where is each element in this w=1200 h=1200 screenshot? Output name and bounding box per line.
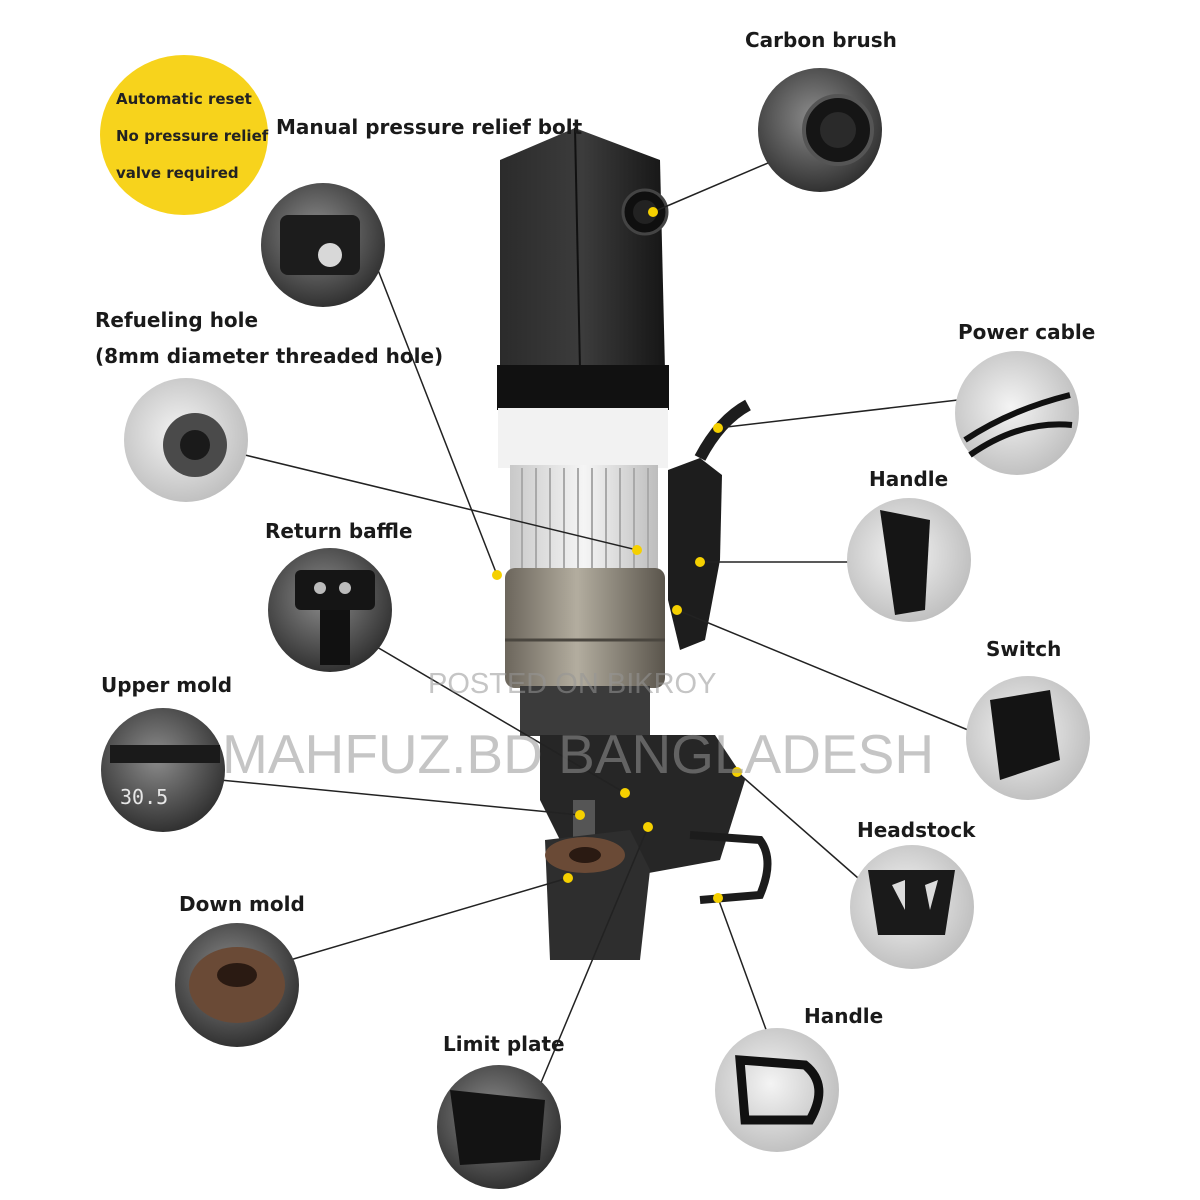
machine-body bbox=[497, 127, 772, 960]
watermark-line-1: POSTED ON BIKROY bbox=[428, 668, 717, 700]
zoom-handle-lower bbox=[715, 1028, 839, 1152]
badge-line-3: valve required bbox=[116, 164, 239, 182]
zoom-limit-plate bbox=[437, 1065, 561, 1189]
label-headstock: Headstock bbox=[857, 818, 976, 842]
zoom-upper-mold: 30.5 bbox=[101, 708, 225, 832]
badge-line-2: No pressure relief bbox=[116, 127, 269, 145]
badge-line-1: Automatic reset bbox=[116, 90, 252, 108]
zoom-return-baffle bbox=[268, 548, 392, 672]
leader-lines bbox=[219, 159, 969, 1086]
label-refueling-hole-detail: (8mm diameter threaded hole) bbox=[95, 344, 444, 368]
label-handle-lower: Handle bbox=[804, 1004, 884, 1028]
label-refueling-hole: Refueling hole bbox=[95, 308, 259, 332]
label-power-cable: Power cable bbox=[958, 320, 1096, 344]
zoom-switch bbox=[966, 676, 1090, 800]
zoom-headstock bbox=[850, 845, 974, 969]
label-carbon-brush: Carbon brush bbox=[745, 28, 897, 52]
watermark-line-2: MAHFUZ.BD BANGLADESH bbox=[222, 723, 935, 785]
mold-marking: 30.5 bbox=[120, 785, 168, 809]
label-switch: Switch bbox=[986, 637, 1062, 661]
zoom-down-mold bbox=[175, 923, 299, 1047]
zoom-refueling-hole bbox=[124, 378, 248, 502]
zoom-power-cable bbox=[955, 351, 1079, 475]
callout-dots bbox=[492, 207, 742, 903]
label-down-mold: Down mold bbox=[179, 892, 305, 916]
label-limit-plate: Limit plate bbox=[443, 1032, 565, 1056]
label-handle-upper: Handle bbox=[869, 467, 949, 491]
zoom-manual-relief bbox=[261, 183, 385, 307]
feature-badge bbox=[100, 55, 268, 215]
zoom-carbon-brush bbox=[758, 68, 882, 192]
label-manual-relief: Manual pressure relief bolt bbox=[276, 115, 583, 139]
zoom-handle-upper bbox=[847, 498, 971, 622]
label-upper-mold: Upper mold bbox=[101, 673, 233, 697]
label-return-baffle: Return baffle bbox=[265, 519, 413, 543]
